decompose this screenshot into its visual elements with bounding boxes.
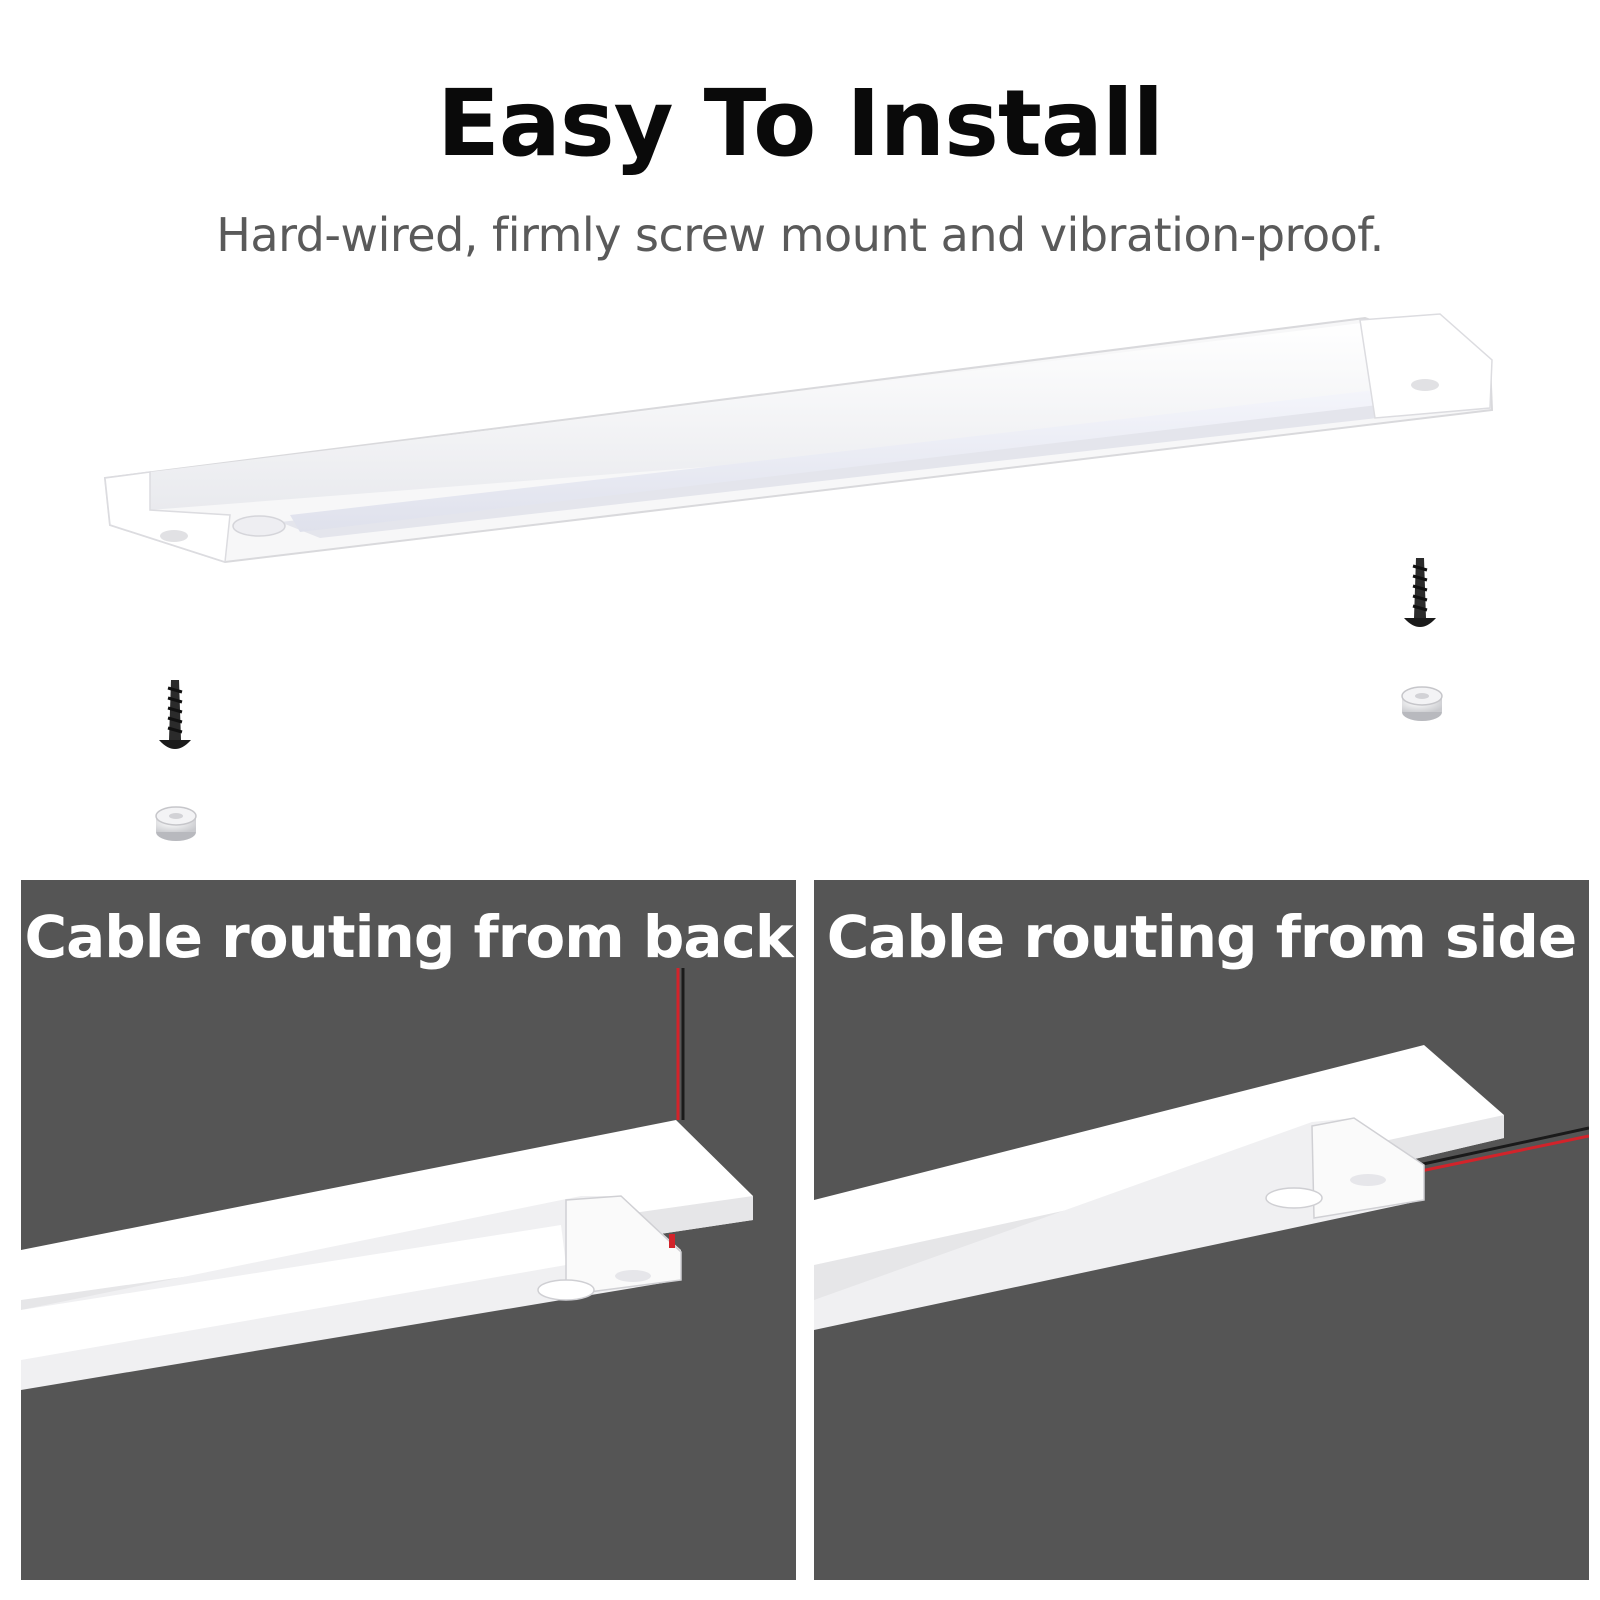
page-title: Easy To Install: [436, 70, 1164, 177]
anchor-plug-icon: [155, 806, 197, 841]
light-bar-exploded-view: [103, 313, 1494, 841]
light-bar-icon: [103, 313, 1494, 564]
panel-cable-side: Cable routing from side: [814, 880, 1589, 1580]
light-bar-back-cable-icon: [21, 968, 753, 1390]
panel-title: Cable routing from side: [826, 903, 1578, 971]
light-bar-side-cable-icon: [814, 1045, 1589, 1330]
panel-cable-back: Cable routing from back: [21, 880, 796, 1580]
hero-illustration: [0, 300, 1600, 860]
panel-title: Cable routing from back: [24, 903, 794, 971]
screw-icon: [159, 680, 191, 749]
anchor-plug-icon: [1401, 686, 1443, 721]
page-subtitle: Hard-wired, firmly screw mount and vibra…: [216, 208, 1384, 262]
screw-icon: [1404, 558, 1436, 627]
